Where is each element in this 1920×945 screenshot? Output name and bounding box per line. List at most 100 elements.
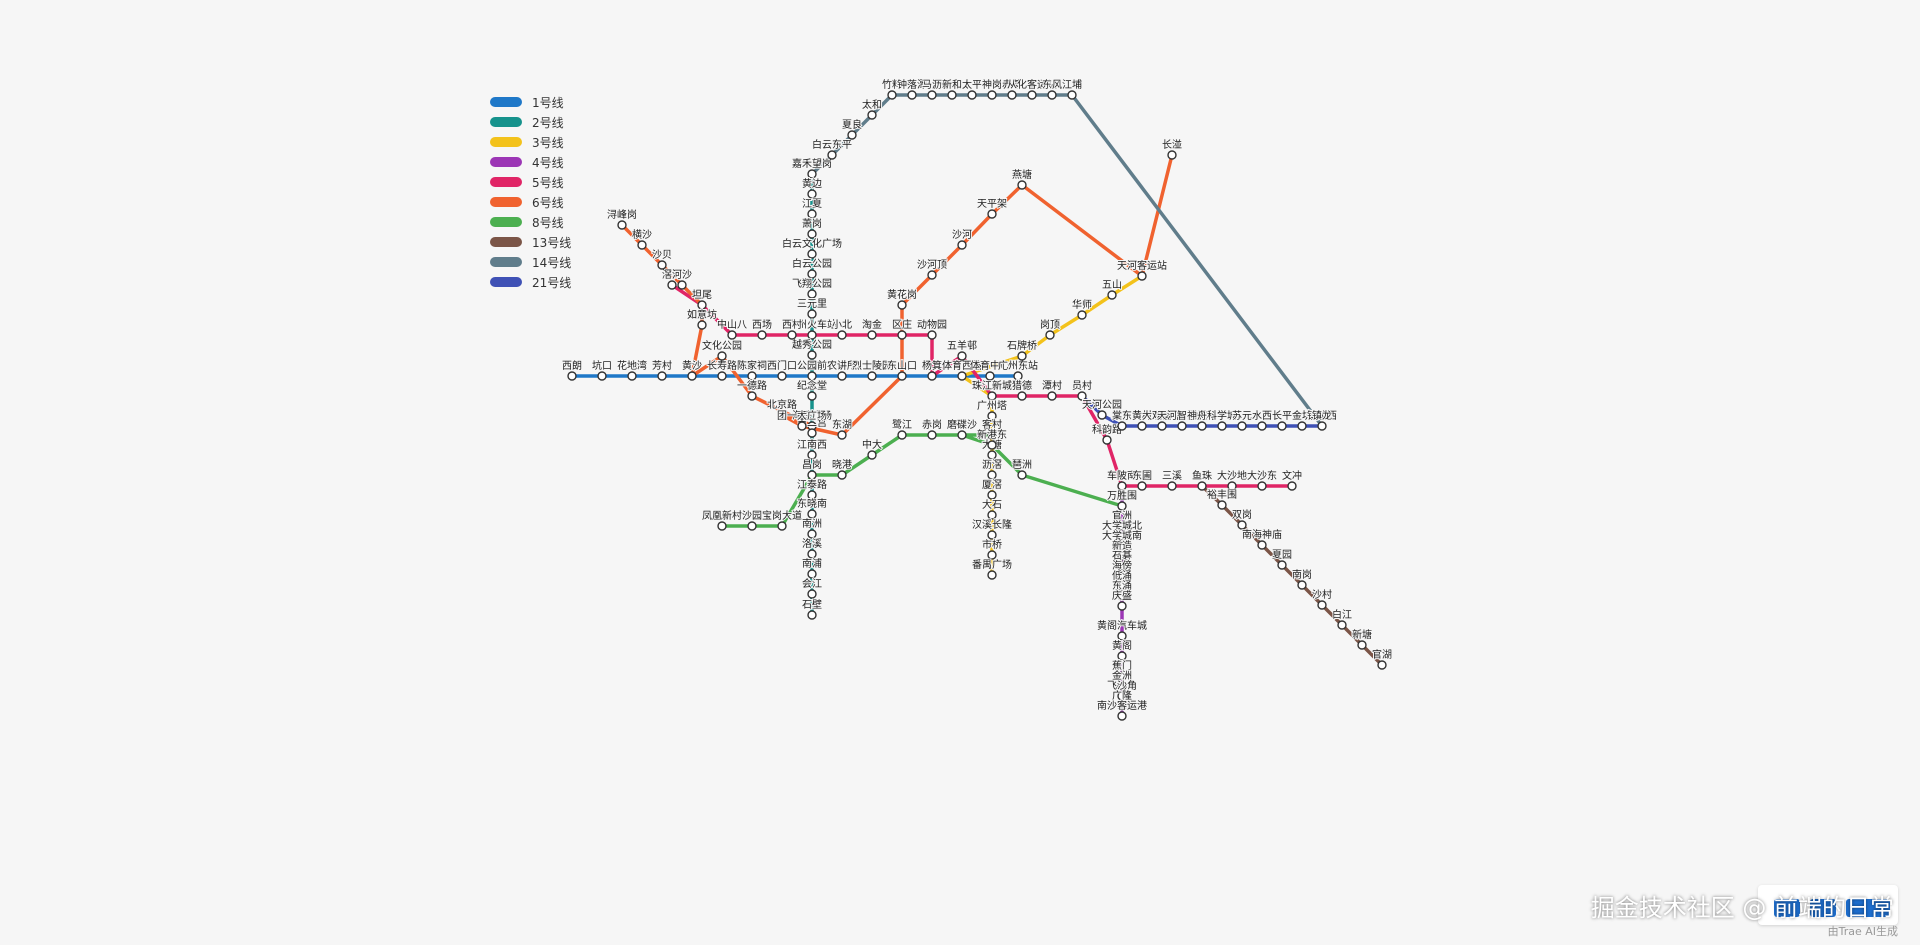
station-dot[interactable]	[1017, 470, 1027, 480]
legend-item[interactable]: 2号线	[490, 112, 571, 132]
station[interactable]: 夏园	[1271, 548, 1293, 570]
station-dot[interactable]	[1017, 180, 1027, 190]
station[interactable]: 沙河	[951, 228, 973, 250]
station[interactable]: 神岗	[981, 77, 1003, 100]
station[interactable]: 长寿路	[706, 358, 738, 381]
station[interactable]: 万胜围	[1106, 489, 1138, 511]
station-dot[interactable]	[1117, 711, 1127, 721]
station[interactable]: 沙贝	[651, 248, 673, 270]
station-dot[interactable]	[1027, 90, 1037, 100]
station-dot[interactable]	[787, 330, 797, 340]
station-dot[interactable]	[1117, 571, 1127, 581]
station[interactable]: 海珠广场	[791, 408, 833, 431]
station[interactable]: 大沙东	[1246, 468, 1278, 491]
station-dot[interactable]	[807, 428, 817, 438]
station-dot[interactable]	[867, 450, 877, 460]
station-dot[interactable]	[567, 371, 577, 381]
station[interactable]: 西朗	[561, 359, 583, 381]
station-dot[interactable]	[1257, 540, 1267, 550]
station[interactable]: 汉溪长隆	[971, 517, 1013, 540]
station-dot[interactable]	[1117, 691, 1127, 701]
station[interactable]: 洛溪	[801, 536, 823, 559]
station[interactable]: 官洲	[1111, 508, 1133, 531]
station[interactable]: 天河智慧城	[1156, 408, 1208, 431]
station-dot[interactable]	[957, 430, 967, 440]
station[interactable]: 沙园	[741, 509, 763, 531]
station-dot[interactable]	[1047, 90, 1057, 100]
station-dot[interactable]	[777, 410, 787, 420]
station[interactable]: 西门口	[766, 358, 798, 381]
station[interactable]: 赤草	[1001, 78, 1023, 100]
metro-line-l3[interactable]	[960, 274, 1143, 575]
station[interactable]: 江南西	[796, 437, 828, 460]
legend-item[interactable]: 1号线	[490, 92, 571, 112]
station[interactable]: 员村	[1071, 378, 1093, 401]
station[interactable]: 沙村	[1311, 587, 1333, 610]
station[interactable]: 团一大广场	[776, 408, 828, 431]
station-dot[interactable]	[837, 330, 847, 340]
metro-line-l5[interactable]	[671, 283, 1292, 488]
station-dot[interactable]	[927, 90, 937, 100]
station-dot[interactable]	[1237, 520, 1247, 530]
station[interactable]: 磨碟沙	[946, 417, 978, 440]
station-dot[interactable]	[747, 521, 757, 531]
station-dot[interactable]	[697, 300, 707, 310]
station[interactable]: 猎德	[1011, 378, 1033, 401]
station-dot[interactable]	[1257, 481, 1267, 491]
station-dot[interactable]	[847, 130, 857, 140]
station-dot[interactable]	[1337, 620, 1347, 630]
legend-item[interactable]: 13号线	[490, 232, 571, 252]
station-dot[interactable]	[927, 430, 937, 440]
station-dot[interactable]	[987, 440, 997, 450]
station[interactable]: 滘口	[661, 268, 683, 290]
station[interactable]: 番禺广场	[971, 557, 1013, 580]
station-dot[interactable]	[1117, 681, 1127, 691]
station-dot[interactable]	[1197, 421, 1207, 431]
station[interactable]: 杨箕	[921, 358, 943, 381]
station-dot[interactable]	[837, 470, 847, 480]
station[interactable]: 棠东	[1111, 408, 1133, 431]
station-dot[interactable]	[717, 351, 727, 361]
station[interactable]: 金坑	[1291, 408, 1313, 431]
station-dot[interactable]	[1097, 410, 1107, 420]
station-dot[interactable]	[927, 371, 937, 381]
station[interactable]: 淘金	[861, 317, 883, 340]
station-dot[interactable]	[957, 351, 967, 361]
station-dot[interactable]	[1137, 421, 1147, 431]
station[interactable]: 苏元	[1231, 408, 1253, 431]
station-dot[interactable]	[1197, 481, 1207, 491]
station[interactable]: 天河公园	[1081, 398, 1123, 420]
station-dot[interactable]	[807, 289, 817, 299]
station[interactable]: 花地湾	[616, 358, 648, 381]
station-dot[interactable]	[1237, 421, 1247, 431]
station[interactable]: 蕉门	[1111, 658, 1133, 681]
station[interactable]: 大观南路	[1141, 408, 1183, 431]
station[interactable]: 一德路	[736, 378, 768, 401]
station-dot[interactable]	[807, 229, 817, 239]
station[interactable]: 长平	[1271, 409, 1293, 431]
station-dot[interactable]	[1277, 560, 1287, 570]
station[interactable]: 水西	[1251, 409, 1273, 431]
station[interactable]: 晓港	[831, 458, 853, 480]
station-dot[interactable]	[677, 280, 687, 290]
station[interactable]: 会江	[801, 576, 823, 599]
station[interactable]: 沙河顶	[916, 258, 948, 280]
legend-item[interactable]: 3号线	[490, 132, 571, 152]
station[interactable]: 五羊邨	[946, 338, 978, 361]
station-dot[interactable]	[1013, 371, 1023, 381]
station[interactable]: 广隆	[1111, 688, 1133, 711]
station[interactable]: 动物园	[916, 317, 948, 340]
station-dot[interactable]	[807, 350, 817, 360]
station-dot[interactable]	[897, 371, 907, 381]
station[interactable]: 马沥	[921, 78, 943, 100]
station[interactable]: 坑口	[591, 358, 613, 381]
legend-item[interactable]: 8号线	[490, 212, 571, 232]
station[interactable]: 神舟路	[1186, 408, 1218, 431]
station-dot[interactable]	[617, 220, 627, 230]
station[interactable]: 黄村	[1131, 408, 1153, 431]
station-dot[interactable]	[597, 371, 607, 381]
zoom-in-button[interactable]	[1774, 899, 1800, 917]
station[interactable]: 岗顶	[1039, 318, 1061, 340]
legend-item[interactable]: 21号线	[490, 272, 571, 292]
station-dot[interactable]	[1297, 421, 1307, 431]
